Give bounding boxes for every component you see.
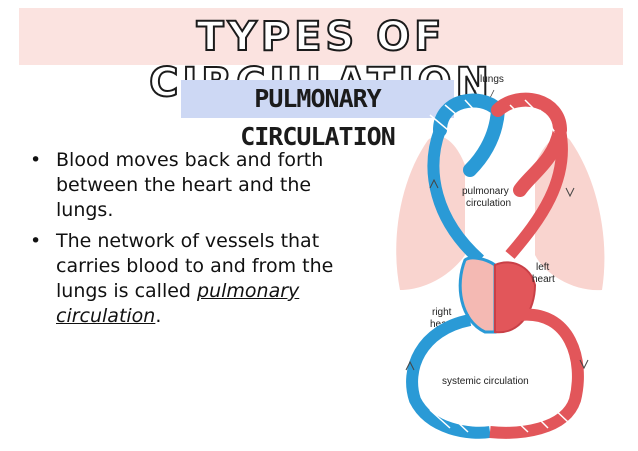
bullet-dot: • (30, 149, 42, 171)
label-pulmonary-1: pulmonary (462, 186, 509, 197)
title-band: TYPES OF CIRCULATION (19, 8, 623, 107)
arrow-icon (429, 178, 439, 189)
bullet-item: • The network of vessels that carries bl… (30, 229, 370, 329)
pulmonary-vein (505, 128, 568, 259)
bullet-dot: • (30, 230, 42, 252)
pulmonary-capillaries-red (491, 92, 568, 197)
bullet-text: The network of vessels that carries bloo… (56, 230, 334, 302)
pulmonary-artery (427, 127, 485, 265)
label-pulmonary-2: circulation (466, 198, 511, 209)
right-lung (535, 136, 605, 291)
arrow-icon (405, 360, 415, 371)
arrow-icon (579, 359, 589, 370)
circulation-diagram: lungs pulmonary circulation left heart r… (396, 74, 605, 439)
label-left-1: left (536, 262, 550, 273)
label-right-1: right (432, 307, 452, 318)
label-lungs: lungs (480, 74, 504, 85)
pulmonary-circulation-term: pulmonary circulation (56, 280, 300, 327)
label-systemic: systemic circulation (442, 376, 529, 387)
systemic-mesh (429, 404, 569, 433)
pulmonary-mesh (429, 99, 561, 141)
systemic-vein-blue (406, 314, 491, 439)
left-lung (396, 136, 465, 290)
systemic-artery-red (489, 308, 584, 439)
slide-subtitle: PULMONARY CIRCULATION (181, 80, 454, 151)
bullet-item: • Blood moves back and forth between the… (30, 148, 370, 223)
bullet-list: • Blood moves back and forth between the… (30, 148, 370, 335)
right-heart (458, 256, 497, 334)
arrow-icon (565, 187, 575, 198)
label-left-2: heart (532, 274, 555, 285)
left-heart (494, 261, 537, 334)
bullet-text-end: . (155, 305, 162, 327)
bullet-text: Blood moves back and forth between the h… (56, 149, 324, 221)
